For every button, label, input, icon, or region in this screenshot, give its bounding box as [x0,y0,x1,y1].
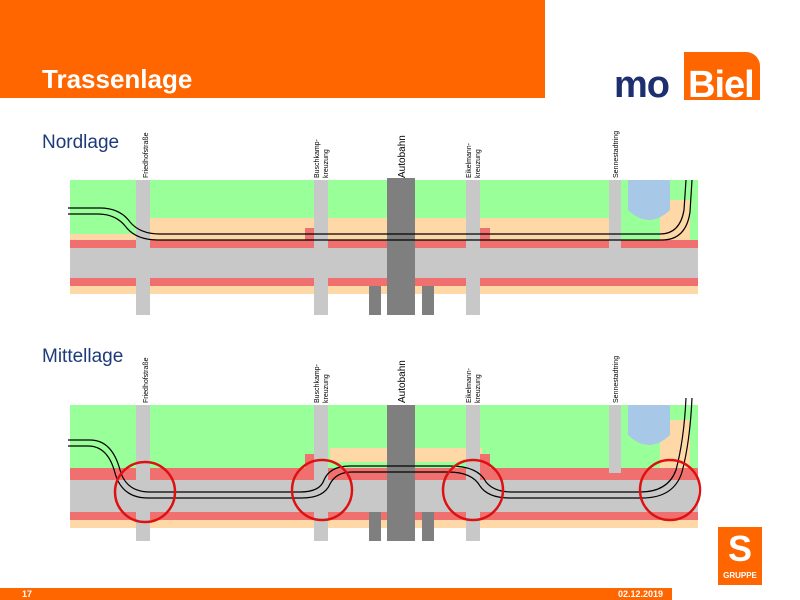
tram-track [68,397,687,493]
street-label-autobahn: Autobahn [397,135,408,178]
street-label-sennestadtring: Sennestadtring [613,131,620,178]
logo-text-mo: mo [614,64,670,106]
gruppe-logo: S GRUPPE [718,527,762,585]
autobahn-pillar [369,512,381,541]
street-label-buschkamp-2: kreuzung [323,149,330,178]
page-title: Trassenlage [42,64,193,94]
street-label-friedhofstrasse: Friedhofstraße [143,357,150,403]
street-label-buschkamp-2: kreuzung [323,374,330,403]
tram-track [68,397,693,499]
red-band [305,454,315,474]
street-label-buschkamp: Buschkamp- [314,138,321,178]
cross-street [609,180,621,250]
logo-text-biel: Biel [688,64,755,106]
mobiel-logo: mo Biel [610,52,760,106]
cross-street [609,405,621,473]
gruppe-logo-label: GRUPPE [723,571,757,580]
red-band [305,228,315,248]
red-band [480,454,490,474]
autobahn-bridge [387,178,415,315]
page-number: 17 [22,589,33,599]
autobahn-pillar [422,286,434,315]
cross-street [136,405,150,541]
gruppe-logo-symbol: S [727,528,752,569]
red-band [70,468,698,480]
red-band [480,228,490,248]
cross-street [466,405,480,541]
tram-track [68,179,693,241]
road [70,248,698,278]
conflict-circle [638,458,702,522]
conflict-circle [441,458,505,522]
cross-street [466,180,480,315]
autobahn-pillar [369,286,381,315]
street-label-sennestadtring: Sennestadtring [613,356,620,403]
nordlage-diagram: Friedhofstraße Buschkamp- kreuzung Autob… [68,131,698,315]
street-label-eikelmann-2: kreuzung [475,149,482,178]
street-label-autobahn: Autobahn [397,360,408,403]
autobahn-pillar [422,512,434,541]
mittellage-diagram: Friedhofstraße Buschkamp- kreuzung Autob… [68,356,702,541]
cross-street [314,180,328,315]
footer-bar [0,588,672,600]
peach-verge [70,520,698,528]
street-label-eikelmann: Eikelmann- [466,142,473,178]
peach-verge [150,218,620,240]
road [70,480,698,512]
cross-street [136,180,150,315]
peach-verge [70,286,698,294]
cross-street [314,405,328,541]
section-label-nordlage: Nordlage [42,132,120,153]
street-label-eikelmann: Eikelmann- [466,367,473,403]
conflict-circle [113,460,177,524]
logo-orange-box [684,52,760,100]
street-label-buschkamp: Buschkamp- [314,363,321,403]
footer-date: 02.12.2019 [618,589,664,599]
red-band [70,512,698,520]
red-band [70,240,698,248]
street-label-friedhofstrasse: Friedhofstraße [143,132,150,178]
tram-track [68,179,687,235]
section-label-mittellage: Mittellage [42,346,124,367]
green-area [70,405,698,473]
header-band [0,0,545,98]
red-band [70,278,698,286]
street-label-eikelmann-2: kreuzung [475,374,482,403]
conflict-circle [290,458,354,522]
autobahn-bridge [387,405,415,541]
water-basin [628,405,670,445]
water-basin [628,180,670,220]
